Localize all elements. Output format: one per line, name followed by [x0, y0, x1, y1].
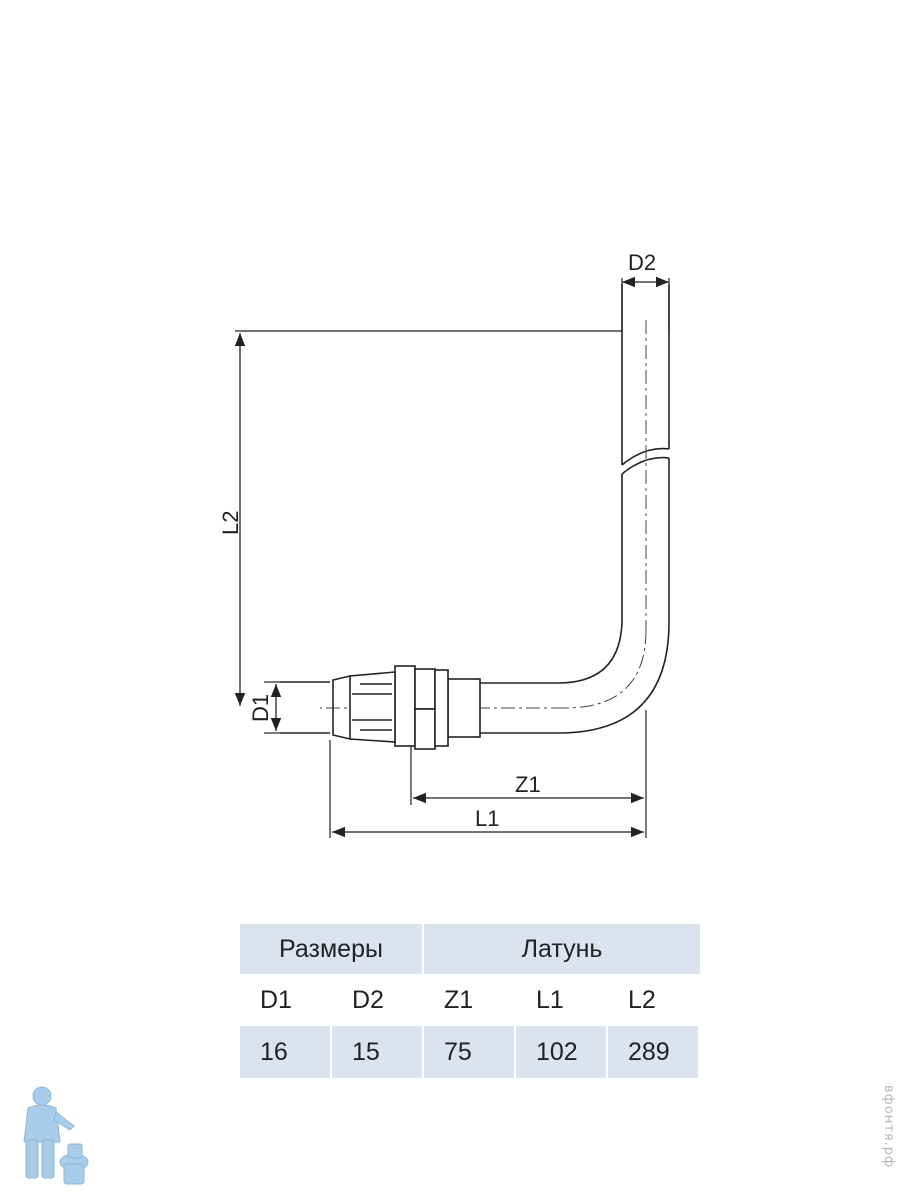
table-row: 16 15 75 102 289: [240, 1026, 700, 1078]
table-columns-row: D1 D2 Z1 L1 L2: [240, 974, 700, 1026]
column-d2: D2: [332, 974, 424, 1026]
column-l1: L1: [516, 974, 608, 1026]
plumber-mascot-icon: [23, 1086, 89, 1185]
dimensions-table: Размеры Латунь D1 D2 Z1 L1 L2 16 15 75 1…: [240, 924, 700, 1078]
dimension-lines: [234, 276, 669, 838]
d2-label: D2: [628, 250, 656, 275]
value-d1: 16: [240, 1026, 332, 1078]
value-d2: 15: [332, 1026, 424, 1078]
press-fitting: [280, 665, 481, 750]
column-d1: D1: [240, 974, 332, 1026]
technical-drawing: D2 L2 D1 Z1 L1: [218, 250, 670, 838]
d1-label: D1: [248, 694, 273, 722]
value-z1: 75: [424, 1026, 516, 1078]
header-material: Латунь: [424, 924, 700, 974]
watermark: вфонтя.рф: [881, 1085, 896, 1169]
column-l2: L2: [608, 974, 700, 1026]
extension-lines: [235, 278, 670, 838]
center-lines: [320, 320, 647, 709]
l2-label: L2: [218, 511, 243, 535]
l1-label: L1: [475, 806, 499, 831]
header-sizes: Размеры: [240, 924, 424, 974]
value-l2: 289: [608, 1026, 700, 1078]
table-header-row: Размеры Латунь: [240, 924, 700, 974]
z1-label: Z1: [515, 772, 541, 797]
column-z1: Z1: [424, 974, 516, 1026]
value-l1: 102: [516, 1026, 608, 1078]
pipe-elbow: [480, 621, 670, 734]
